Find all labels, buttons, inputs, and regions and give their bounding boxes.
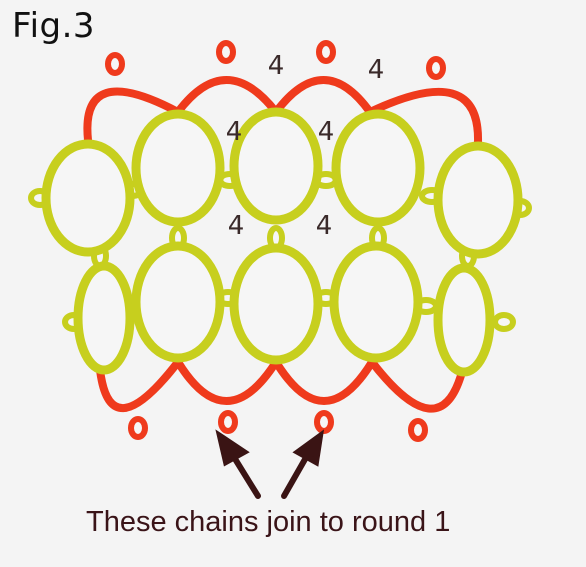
bottom-chain [368, 358, 466, 413]
rings [41, 107, 523, 377]
arrow-head [215, 429, 250, 467]
stitch-count-label: 4 [268, 51, 285, 81]
top-chain [272, 76, 374, 116]
ring [433, 263, 495, 377]
arrow-shaft [281, 451, 311, 499]
stitch-labels: 4 4 4 4 4 4 [226, 51, 385, 241]
picot [314, 410, 334, 434]
top-chain [174, 76, 280, 116]
picot [408, 418, 428, 442]
arrow-head [292, 429, 325, 467]
arrow-shaft [229, 451, 261, 499]
ring [229, 107, 323, 225]
figure-caption: These chains join to round 1 [86, 506, 451, 538]
ring [329, 241, 423, 363]
bottom-chain [272, 358, 376, 405]
ring [73, 261, 135, 375]
ring [131, 241, 225, 363]
stitch-count-label: 4 [318, 117, 335, 147]
bottom-chains [96, 358, 466, 413]
stitch-count-label: 4 [228, 211, 245, 241]
bottom-picots [128, 410, 428, 442]
ring [229, 243, 323, 365]
ring [41, 139, 135, 257]
ring [131, 109, 225, 227]
top-picots [105, 40, 446, 80]
stitch-count-label: 4 [226, 117, 243, 147]
arrows [215, 429, 325, 499]
top-chain [366, 87, 483, 146]
picot [128, 416, 148, 440]
bottom-chain [174, 358, 280, 405]
ring [331, 109, 425, 227]
stitch-count-label: 4 [368, 55, 385, 85]
bottom-chain [96, 358, 182, 413]
picot [426, 56, 446, 80]
picot [492, 312, 516, 332]
top-chains [83, 76, 483, 146]
picot [216, 40, 236, 64]
ring [433, 141, 523, 259]
picot [105, 52, 125, 76]
figure-title: Fig.3 [12, 6, 96, 46]
stitch-count-label: 4 [316, 211, 333, 241]
top-chain [83, 87, 182, 144]
picot [218, 410, 238, 434]
picot [316, 40, 336, 64]
